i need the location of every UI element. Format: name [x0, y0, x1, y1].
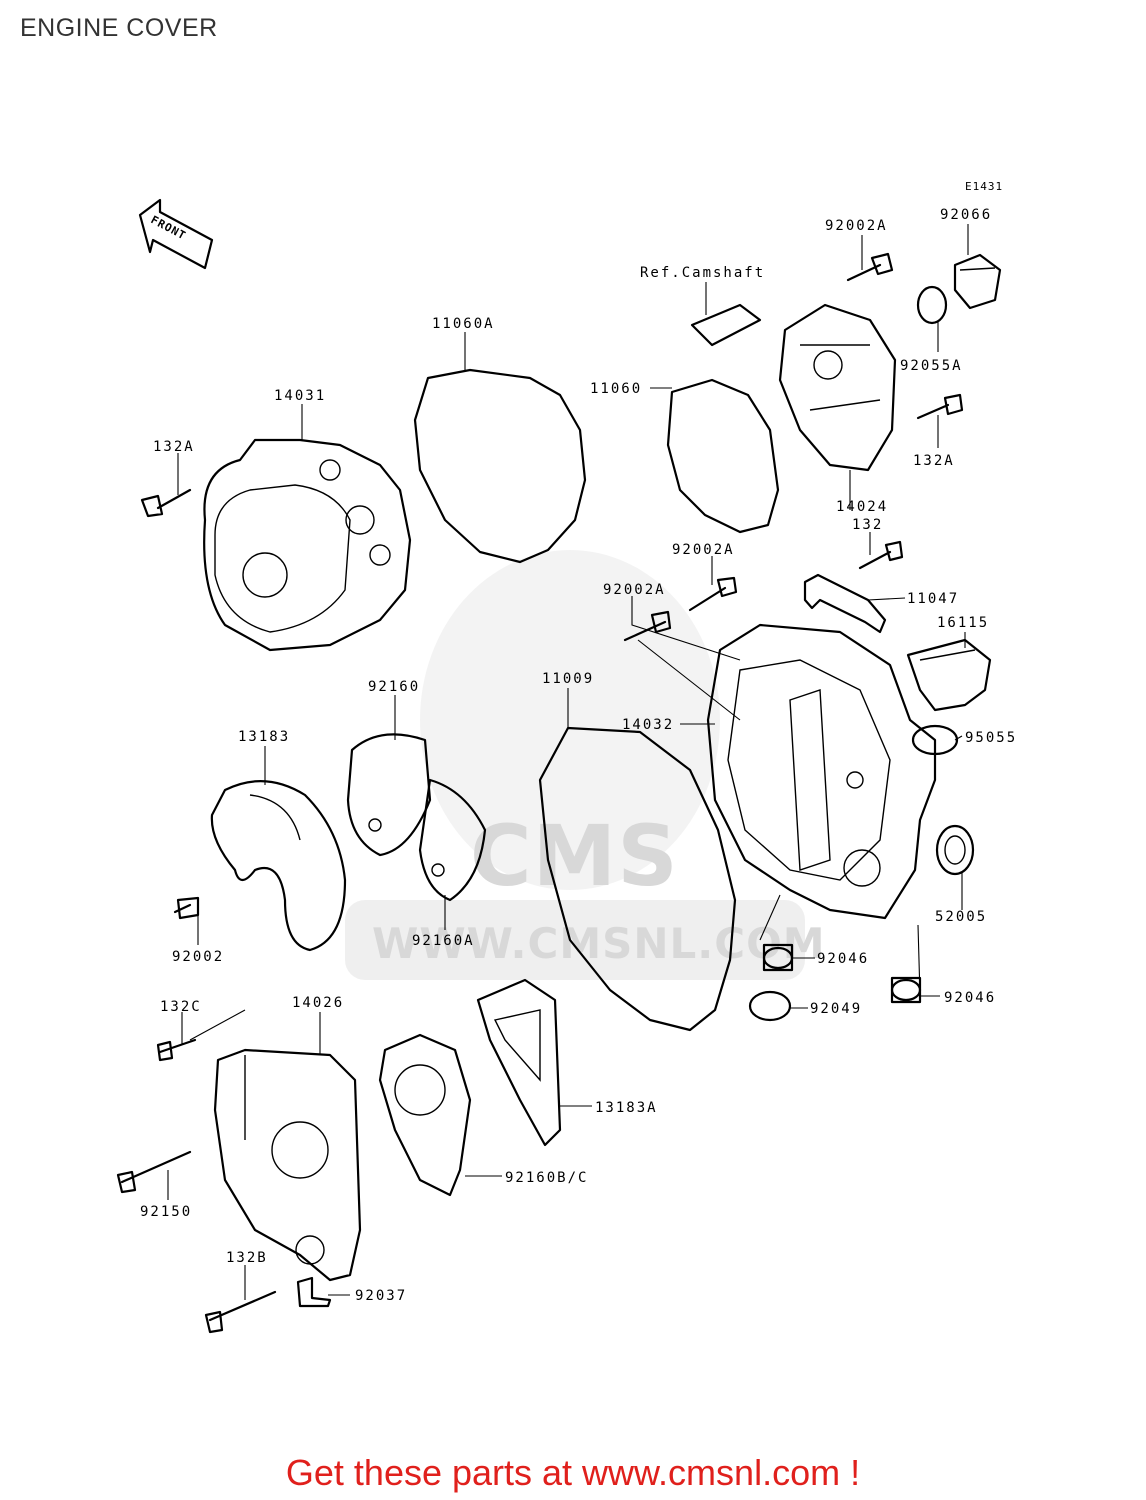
callout-11047: 11047 — [907, 591, 959, 607]
callout-16115: 16115 — [937, 615, 989, 631]
footer-link[interactable]: Get these parts at www.cmsnl.com ! — [285, 1452, 861, 1493]
callout-92046-b: 92046 — [944, 990, 996, 1006]
part-14031-generator-cover — [203, 438, 412, 652]
callout-132C: 132C — [160, 999, 202, 1015]
callout-11060: 11060 — [590, 381, 642, 397]
callout-92037: 92037 — [355, 1288, 407, 1304]
callout-11009: 11009 — [542, 671, 594, 687]
callout-14026: 14026 — [292, 995, 344, 1011]
part-14024-pulser-cover — [778, 303, 897, 472]
callout-14032: 14032 — [622, 717, 674, 733]
callout-92160: 92160 — [368, 679, 420, 695]
watermark-brand: CMS — [470, 807, 679, 905]
page-title: ENGINE COVER — [20, 14, 218, 42]
callout-52005: 52005 — [935, 909, 987, 925]
part-92160BC-damper — [378, 1033, 472, 1197]
callout-92160BC: 92160B/C — [505, 1170, 588, 1186]
callout-132B: 132B — [226, 1250, 268, 1266]
callout-92046-a: 92046 — [817, 951, 869, 967]
diagram-code: E1431 — [965, 180, 1003, 193]
callout-132A-left: 132A — [153, 439, 195, 455]
part-11009-gasket — [538, 726, 737, 1032]
callout-92002A-mid: 92002A — [672, 542, 735, 558]
leader-lines — [167, 224, 969, 1300]
callout-14031: 14031 — [274, 388, 326, 404]
callout-92002A-low: 92002A — [603, 582, 666, 598]
callout-132: 132 — [852, 517, 883, 533]
callout-92055A: 92055A — [900, 358, 963, 374]
part-92055A-oring — [916, 285, 948, 325]
callout-132A-right: 132A — [913, 453, 955, 469]
callout-92160A: 92160A — [412, 933, 475, 949]
callouts: Ref.Camshaft 92002A 92066 92055A 132A 11… — [140, 207, 1017, 1304]
part-11060A-gasket — [413, 368, 587, 564]
part-14026-chain-cover — [213, 1048, 362, 1282]
bolts — [116, 252, 964, 1334]
part-92049-oil-seal — [748, 990, 792, 1022]
watermark-url: WWW.CMSNL.COM — [372, 919, 826, 968]
callout-14024: 14024 — [836, 499, 888, 515]
callout-13183: 13183 — [238, 729, 290, 745]
part-13183-plate — [210, 780, 347, 952]
callout-11060A: 11060A — [432, 316, 495, 332]
callout-92049: 92049 — [810, 1001, 862, 1017]
part-13183A-plate — [476, 978, 562, 1147]
callout-92150: 92150 — [140, 1204, 192, 1220]
part-16115-oil-filler-cap — [906, 638, 992, 712]
callout-95055: 95055 — [965, 730, 1017, 746]
part-52005-oil-seal — [935, 824, 975, 876]
callout-ref-camshaft: Ref.Camshaft — [640, 265, 765, 281]
callout-13183A: 13183A — [595, 1100, 658, 1116]
part-92160-damper — [346, 733, 487, 902]
part-11047-bracket — [803, 573, 887, 634]
part-ref-camshaft — [690, 303, 762, 347]
part-92066-plug — [953, 253, 1002, 310]
part-11060-gasket — [666, 378, 780, 534]
callout-92066: 92066 — [940, 207, 992, 223]
part-14032-clutch-cover — [706, 623, 937, 920]
callout-92002: 92002 — [172, 949, 224, 965]
callout-92002A-top: 92002A — [825, 218, 888, 234]
front-arrow-icon: FRONT — [138, 198, 214, 270]
part-92037-clamp — [296, 1276, 332, 1308]
watermark: CMS WWW.CMSNL.COM — [345, 550, 826, 980]
